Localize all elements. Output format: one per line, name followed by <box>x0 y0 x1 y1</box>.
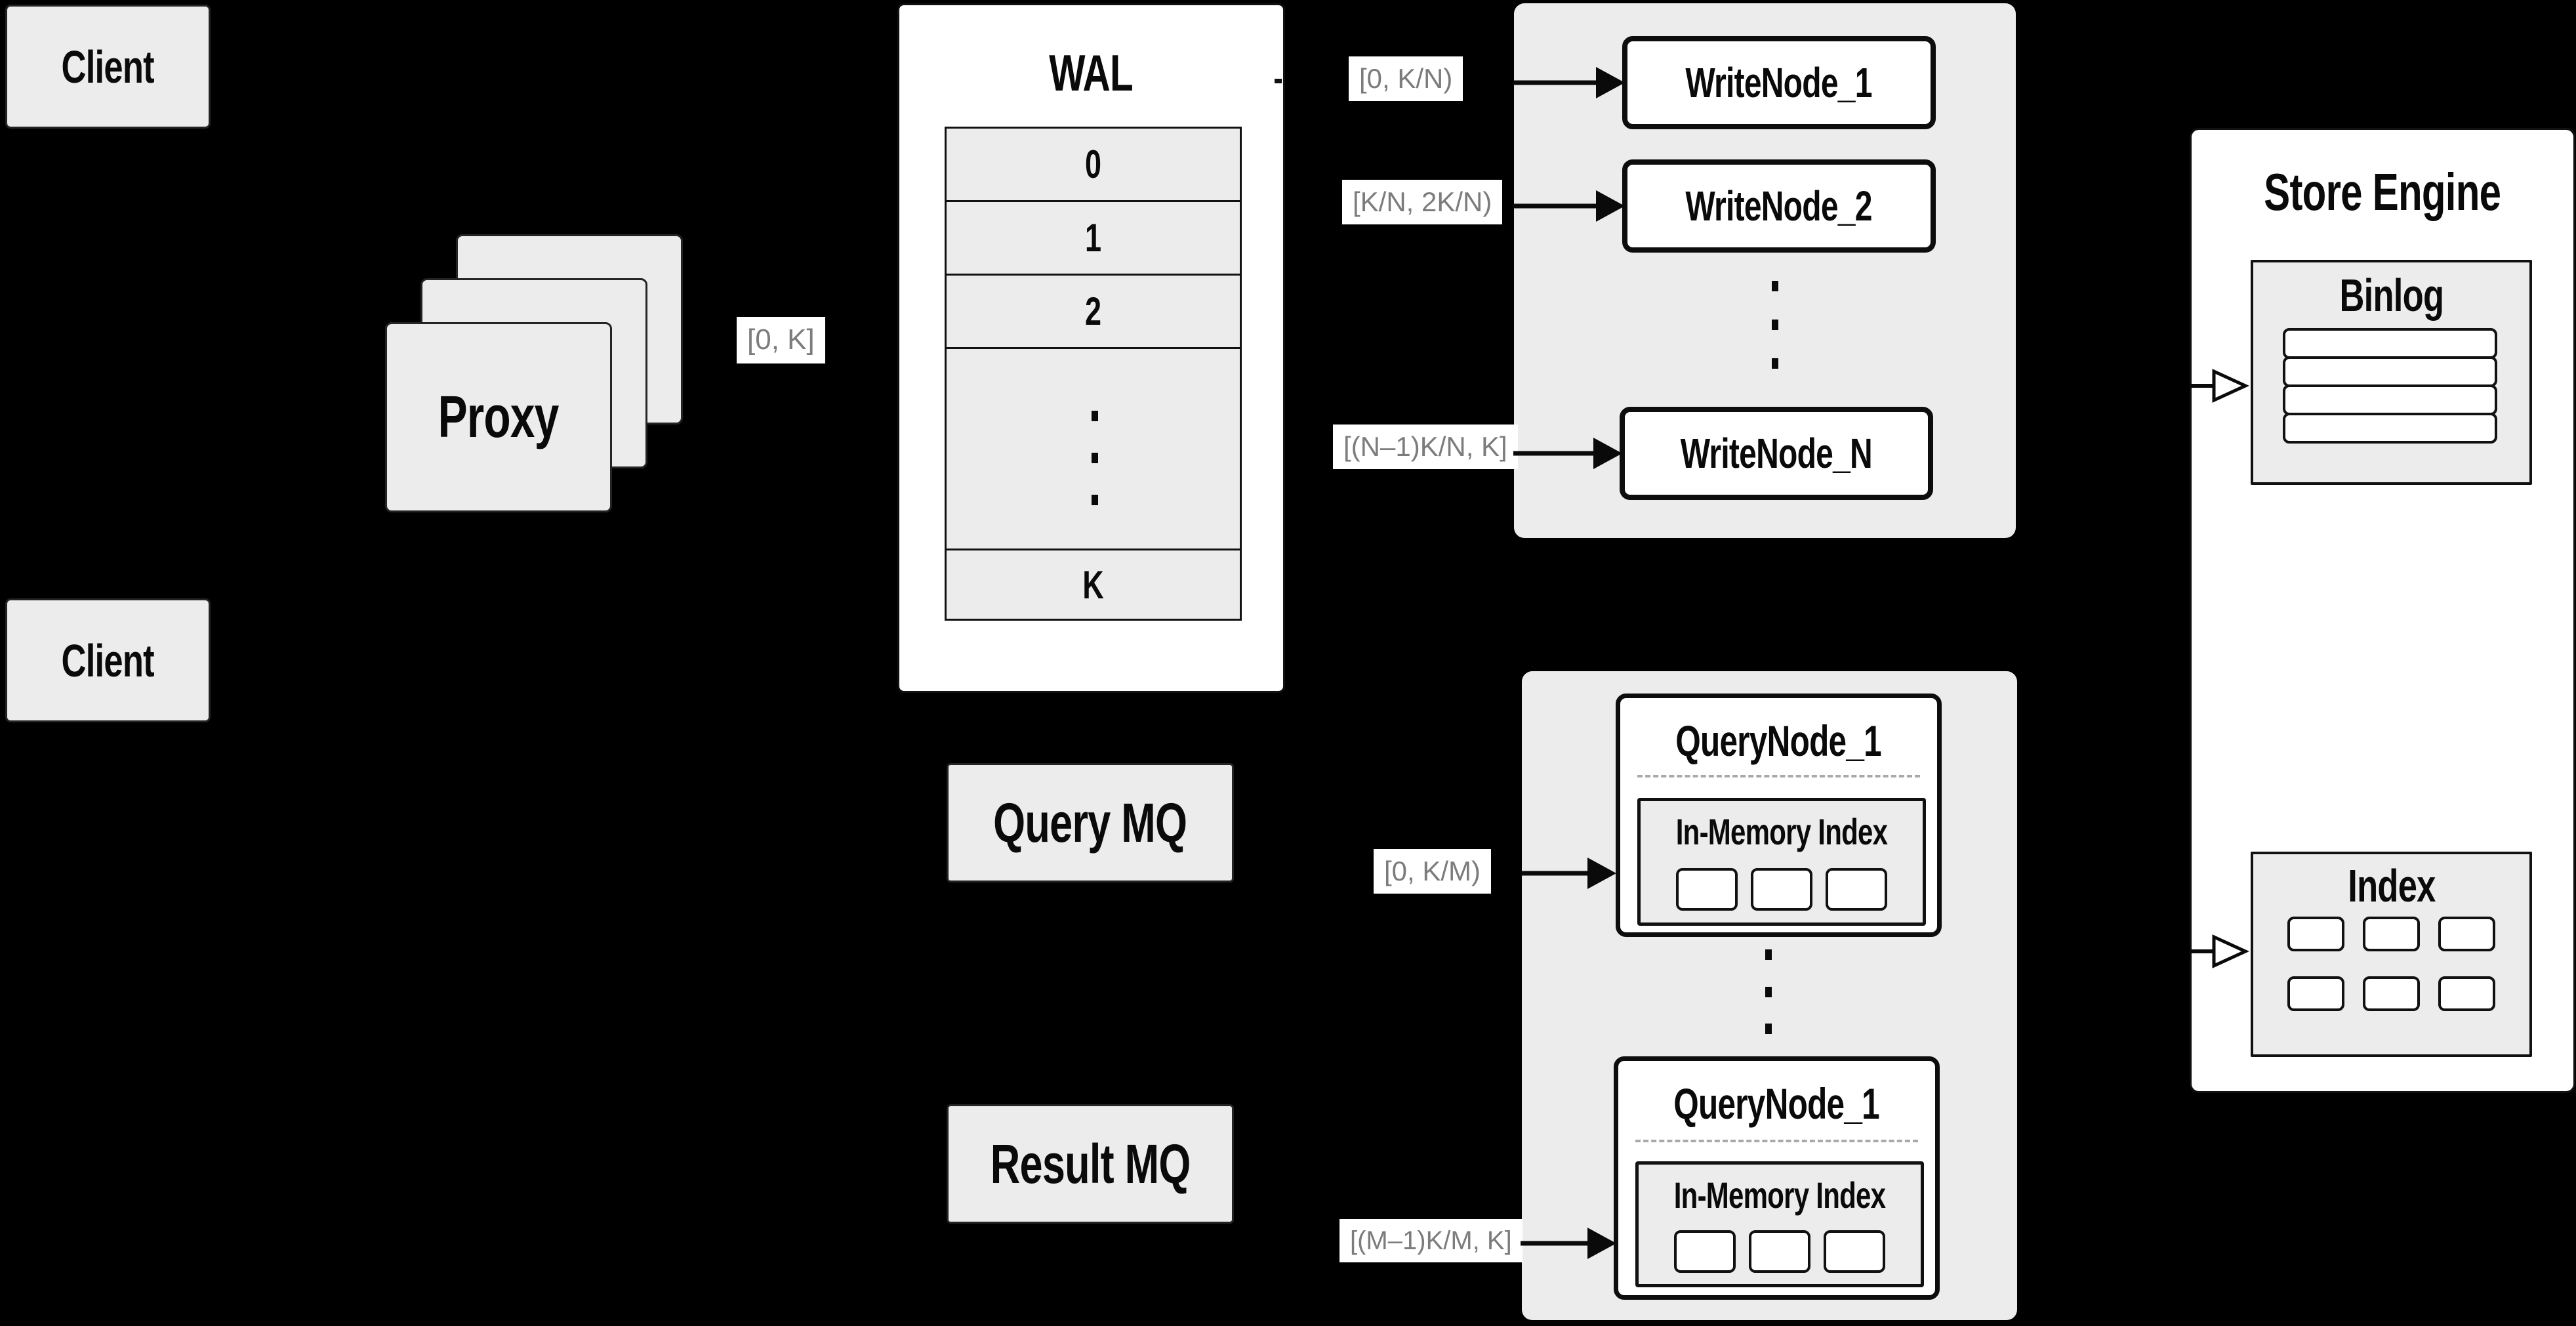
write-node-box-n: WriteNode_N <box>1620 407 1933 500</box>
wal-segment-label: K <box>1082 562 1105 607</box>
range-label-write-1: [0, K/N) <box>1349 56 1463 102</box>
wal-segment-row: K <box>945 549 1242 621</box>
store-engine-title: Store Engine <box>2264 163 2501 221</box>
binlog-row <box>2283 356 2497 387</box>
range-label-write-n: [(N–1)K/N, K] <box>1333 425 1518 470</box>
binlog-row <box>2283 328 2497 359</box>
in-memory-index-box: In-Memory Index <box>1635 1161 1924 1287</box>
memory-segment-cell <box>1824 1230 1885 1273</box>
wal-ellipsis-row <box>945 347 1242 550</box>
memory-segment-cell <box>1826 868 1887 911</box>
wal-title: WAL <box>1049 43 1134 102</box>
wal-segment-label: 2 <box>1085 289 1101 333</box>
wal-segment-label: 1 <box>1085 216 1101 260</box>
client-box-top: Client <box>5 5 211 129</box>
range-label-write-2: [K/N, 2K/N) <box>1342 180 1503 225</box>
index-cell <box>2438 976 2495 1011</box>
binlog-box: Binlog <box>2251 260 2532 485</box>
proxy-card-front: Proxy <box>385 322 612 512</box>
binlog-row <box>2283 413 2497 444</box>
hollow-arrow-icon <box>2190 934 2249 968</box>
dashed-divider <box>1637 775 1920 777</box>
client-label: Client <box>61 634 155 686</box>
proxy-label: Proxy <box>438 384 560 450</box>
in-memory-index-box: In-Memory Index <box>1637 798 1926 926</box>
range-label-query-m: [(M–1)K/M, K] <box>1339 1219 1523 1262</box>
wal-title-wrap: WAL <box>899 37 1283 109</box>
write-node-box-1: WriteNode_1 <box>1622 36 1936 129</box>
query-node-title-wrap: QueryNode_1 <box>1618 1067 1935 1140</box>
query-mq-box: Query MQ <box>947 763 1234 882</box>
result-mq-label: Result MQ <box>990 1132 1191 1195</box>
write-node-label: WriteNode_2 <box>1685 182 1873 230</box>
arrow-icon <box>1513 190 1625 222</box>
query-node-title: QueryNode_1 <box>1675 716 1882 765</box>
write-node-label: WriteNode_1 <box>1685 59 1873 106</box>
in-memory-index-title: In-Memory Index <box>1673 1174 1886 1216</box>
in-memory-index-title: In-Memory Index <box>1675 810 1888 852</box>
query-node-box-1: QueryNode_1 In-Memory Index <box>1616 694 1942 937</box>
hollow-arrow-icon <box>2190 369 2249 403</box>
client-label: Client <box>61 41 155 93</box>
range-label-proxy-wal: [0, K] <box>737 317 825 363</box>
wal-segment-label: 0 <box>1085 142 1101 186</box>
wal-segment-row: 1 <box>945 200 1242 276</box>
binlog-title: Binlog <box>2339 270 2444 321</box>
memory-segment-cell <box>1751 868 1812 911</box>
result-mq-box: Result MQ <box>947 1104 1234 1224</box>
range-label-query-1: [0, K/M) <box>1374 849 1492 894</box>
arrow-icon <box>1521 1228 1616 1259</box>
binlog-row <box>2283 384 2497 415</box>
store-engine-box: Store Engine Binlog Index <box>2190 128 2575 1093</box>
index-box: Index <box>2251 852 2532 1057</box>
wal-segment-table: 0 1 2 K <box>945 127 1242 621</box>
memory-segment-cell <box>1674 1230 1736 1273</box>
client-box-bottom: Client <box>5 598 211 722</box>
query-node-title-wrap: QueryNode_1 <box>1620 705 1937 777</box>
index-cell <box>2287 917 2344 951</box>
query-node-box-2: QueryNode_1 In-Memory Index <box>1614 1056 1940 1300</box>
query-node-title: QueryNode_1 <box>1673 1079 1880 1128</box>
memory-segment-cell <box>1749 1230 1810 1273</box>
index-cell <box>2438 917 2495 951</box>
store-engine-title-wrap: Store Engine <box>2192 156 2573 228</box>
index-title: Index <box>2347 860 2436 911</box>
index-cell <box>2363 917 2420 951</box>
index-cell <box>2363 976 2420 1011</box>
index-cell <box>2287 976 2344 1011</box>
wal-box: WAL 0 1 2 K <box>897 3 1285 693</box>
memory-segment-cell <box>1676 868 1738 911</box>
write-node-label: WriteNode_N <box>1680 430 1873 477</box>
arrow-stub <box>1275 79 1282 83</box>
dashed-divider <box>1635 1140 1918 1142</box>
binlog-rows <box>2283 328 2497 444</box>
arrow-icon <box>1513 438 1622 469</box>
write-node-box-2: WriteNode_2 <box>1622 159 1936 253</box>
arrow-icon <box>1513 67 1625 98</box>
wal-segment-row: 0 <box>945 127 1242 202</box>
arrow-icon <box>1521 858 1616 889</box>
wal-segment-row: 2 <box>945 274 1242 349</box>
query-mq-label: Query MQ <box>993 791 1187 854</box>
